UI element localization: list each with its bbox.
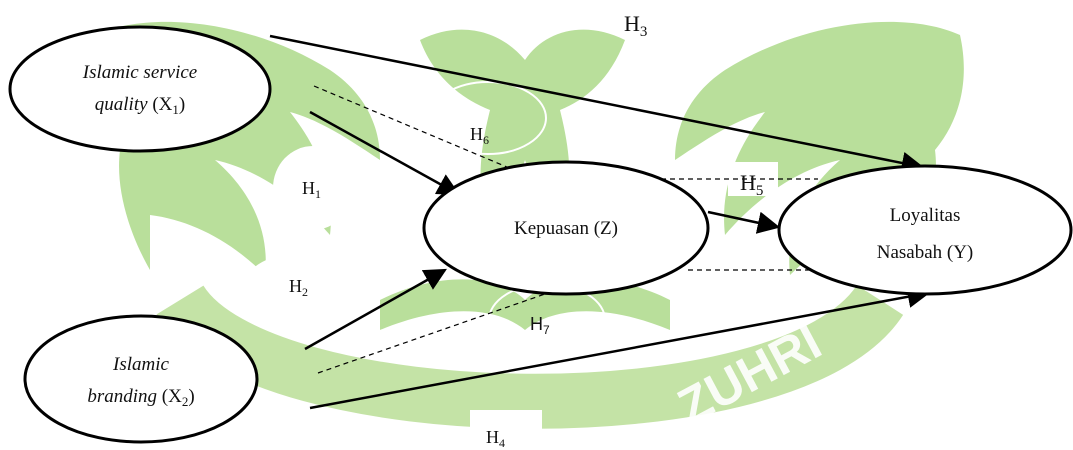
node-x2-label-line2: branding (X2) xyxy=(87,386,194,409)
node-x2-ellipse xyxy=(23,314,259,444)
node-kepuasan: Kepuasan (Z) xyxy=(422,160,710,296)
arrow-x2-to-y xyxy=(309,285,931,410)
node-islamic-service-quality: Islamic service quality (X1) xyxy=(8,25,272,153)
node-x1-ellipse xyxy=(8,25,272,153)
node-z-label: Kepuasan (Z) xyxy=(514,218,618,239)
hypothesis-h2-label: H2 xyxy=(289,276,308,299)
arrow-z-to-y xyxy=(707,210,781,234)
hypothesis-h6-label: H6 xyxy=(470,124,489,147)
dashed-x2-to-z xyxy=(317,293,546,374)
hypothesis-h5-label: H5 xyxy=(740,170,763,199)
node-loyalitas-nasabah: Loyalitas Nasabah (Y) xyxy=(777,164,1073,296)
direct-paths xyxy=(269,34,931,410)
hypothesis-h4-label: H4 xyxy=(486,427,505,450)
node-islamic-branding: Islamic branding (X2) xyxy=(23,314,259,444)
node-x2-label-line1: Islamic xyxy=(112,354,170,375)
node-y-label-line2: Nasabah (Y) xyxy=(877,242,974,263)
h2-backing xyxy=(244,252,368,320)
node-y-ellipse xyxy=(777,164,1073,296)
node-x1-label-line2: quality (X1) xyxy=(95,94,185,117)
watermark-ring-text: ZUHRI xyxy=(669,314,830,435)
node-x1-label-line1: Islamic service xyxy=(82,62,197,83)
node-y-label-line1: Loyalitas xyxy=(890,205,961,226)
label-backings xyxy=(244,146,778,450)
arrow-x1-to-y xyxy=(269,34,925,175)
hypothesis-h7-label: H7 xyxy=(530,314,550,337)
h6-circle xyxy=(429,81,547,155)
hypothesis-h1-label: H1 xyxy=(302,178,321,201)
arrow-x2-to-z xyxy=(304,268,447,351)
arrow-x1-to-z xyxy=(309,110,460,196)
watermark-shape-center xyxy=(420,29,625,230)
h1-backing xyxy=(273,146,353,230)
node-z-ellipse xyxy=(422,160,710,296)
hypothesis-h3-label: H3 xyxy=(624,11,647,40)
h4-backing xyxy=(470,410,542,450)
